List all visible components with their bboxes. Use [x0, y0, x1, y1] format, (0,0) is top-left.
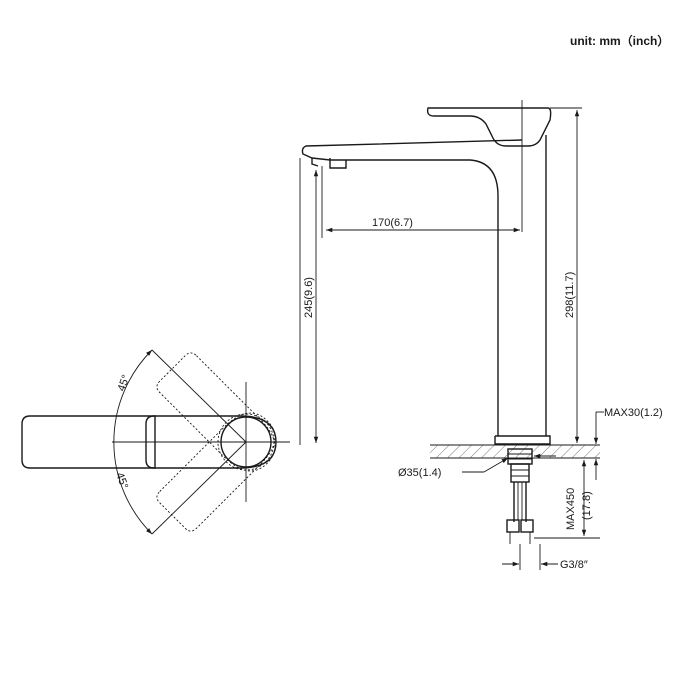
deck-thickness-label: MAX30(1.2): [604, 407, 663, 419]
thread-label: G3/8″: [560, 559, 588, 571]
dimension-deck-thickness: MAX30(1.2): [593, 407, 663, 480]
spout-reach-label: 170(6.7): [372, 217, 413, 229]
deck-section: [430, 444, 600, 459]
faucet-top-view: 45° 45°: [21, 349, 290, 535]
base-flange: [494, 435, 551, 445]
top-view-body-rotated: [217, 413, 275, 471]
rotation-arc: [113, 349, 153, 535]
spout-lower-edge: [311, 157, 499, 436]
deck-hatch: [430, 445, 600, 458]
dimension-total-height: 298(11.7): [564, 110, 580, 443]
handle-outline: [426, 107, 552, 147]
top-view-handle-rotated-upper: [156, 352, 276, 472]
upper-angle-label: 45°: [116, 373, 133, 393]
dimension-spout-height: 245(9.6): [303, 170, 319, 443]
hose-fitting-right: [520, 519, 534, 533]
aerator: [311, 158, 347, 169]
total-height-label: 298(11.7): [564, 272, 576, 318]
top-view-spout: [21, 415, 156, 469]
top-view-handle-rotated-lower: [156, 412, 276, 532]
spout-top-edge: [301, 139, 523, 159]
dimension-hose-length: MAX450 (17.8): [565, 460, 593, 536]
dimension-hole-diameter: Ø35(1.4): [398, 453, 556, 479]
spout-height-label: 245(9.6): [303, 277, 315, 318]
unit-label: unit: mm（inch）: [570, 33, 669, 48]
hose-length-in-label: (17.8): [581, 491, 593, 520]
mounting-assembly: [506, 448, 534, 544]
hole-diameter-label: Ø35(1.4): [398, 467, 441, 479]
hose-length-mm-label: MAX450: [565, 488, 577, 530]
lower-angle-label: 45°: [113, 471, 130, 491]
hose-fitting-left: [506, 519, 520, 533]
dimension-spout-reach: 170(6.7): [326, 217, 520, 233]
extension-lines: [299, 100, 600, 570]
faucet-side-view: [301, 107, 552, 445]
dimension-thread: G3/8″: [502, 559, 588, 571]
shank-thread: [510, 463, 530, 483]
